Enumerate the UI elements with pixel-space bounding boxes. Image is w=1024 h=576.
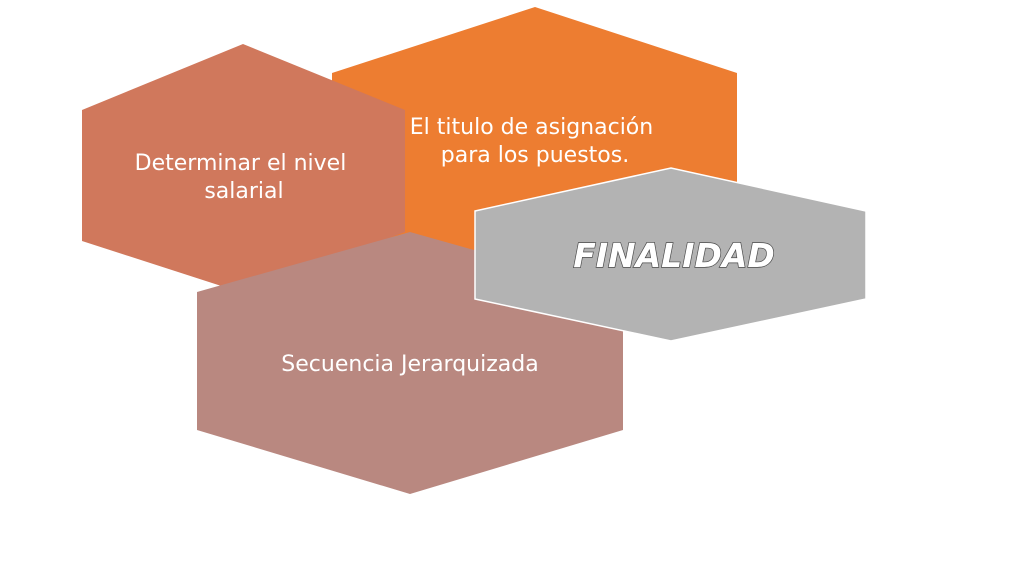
- hexagon-secuencia-jerarquizada-line-1: Secuencia Jerarquizada: [281, 352, 538, 377]
- hexagon-titulo-asignacion-label: El titulo de asignación para los puestos…: [410, 115, 660, 168]
- hexagon-nivel-salarial: Determinar el nivel salarial: [82, 44, 405, 293]
- hexagon-titulo-asignacion-line-2: para los puestos.: [441, 143, 629, 168]
- hexagon-nivel-salarial-shape: [82, 44, 405, 293]
- hexagon-nivel-salarial-label: Determinar el nivel salarial: [135, 151, 354, 204]
- hexagon-nivel-salarial-line-2: salarial: [204, 179, 283, 204]
- hexagon-nivel-salarial-line-1: Determinar el nivel: [135, 151, 347, 176]
- hexagon-finalidad: FINALIDAD: [474, 167, 867, 342]
- hexagon-finalidad-label: FINALIDAD: [573, 236, 775, 275]
- hexagon-secuencia-jerarquizada-label: Secuencia Jerarquizada: [281, 352, 538, 377]
- hexagon-titulo-asignacion-line-1: El titulo de asignación: [410, 115, 653, 140]
- hexagon-finalidad-shape: [474, 167, 867, 342]
